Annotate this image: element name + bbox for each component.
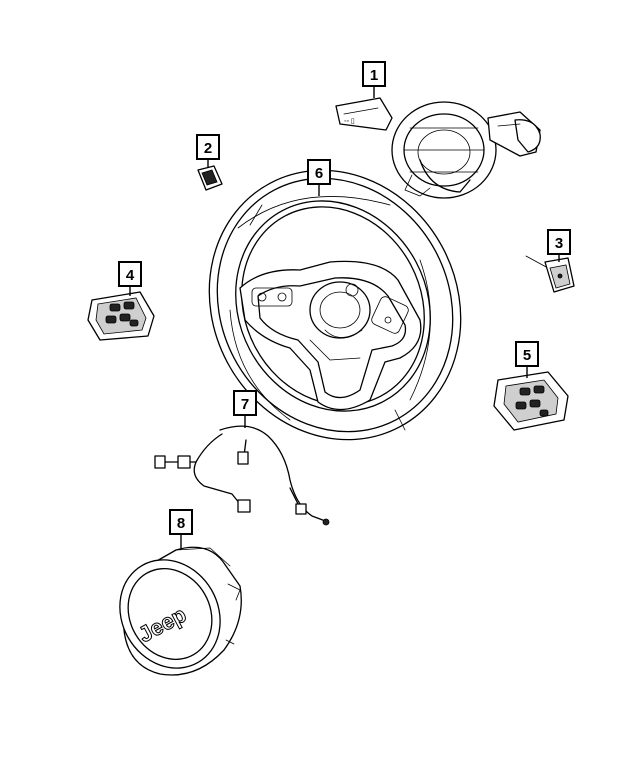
paddle-switch-illustration bbox=[525, 255, 575, 293]
callout-number: 5 bbox=[523, 347, 531, 364]
callout-number: 3 bbox=[555, 235, 563, 252]
callout-6: 6 bbox=[307, 159, 331, 185]
callout-7: 7 bbox=[233, 390, 257, 416]
callout-4: 4 bbox=[118, 261, 142, 287]
callout-3: 3 bbox=[547, 229, 571, 255]
wiring-harness-illustration bbox=[154, 425, 330, 526]
right-switch-illustration bbox=[493, 371, 569, 431]
callout-5: 5 bbox=[515, 341, 539, 367]
callout-2: 2 bbox=[196, 134, 220, 160]
airbag-illustration: Jeep bbox=[119, 546, 242, 676]
steering-wheel-illustration bbox=[208, 169, 462, 441]
svg-text:◦◦ ▯: ◦◦ ▯ bbox=[344, 118, 355, 125]
callout-1: 1 bbox=[362, 61, 386, 87]
callout-number: 2 bbox=[204, 140, 212, 157]
callout-number: 8 bbox=[177, 515, 185, 532]
left-switch-illustration bbox=[87, 291, 155, 341]
callout-number: 4 bbox=[126, 267, 135, 284]
callout-number: 6 bbox=[315, 165, 323, 182]
small-switch-illustration bbox=[197, 165, 223, 191]
callout-number: 1 bbox=[370, 67, 378, 84]
clockspring-illustration: ◦◦ ▯ bbox=[335, 97, 541, 199]
callout-8: 8 bbox=[169, 509, 193, 535]
callout-number: 7 bbox=[241, 396, 249, 413]
